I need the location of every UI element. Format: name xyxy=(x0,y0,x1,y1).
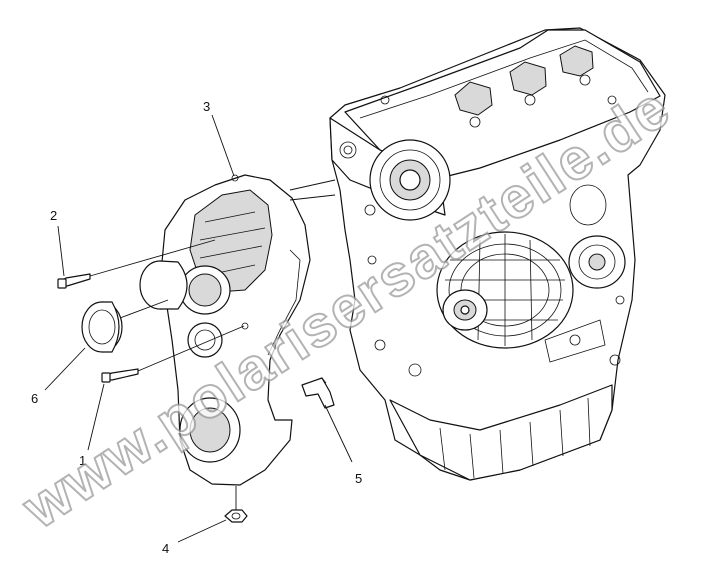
assembly-lines xyxy=(89,179,336,510)
callout-1: 1 xyxy=(79,453,86,468)
callout-group: 3 2 6 1 5 4 xyxy=(31,99,362,556)
callout-2: 2 xyxy=(50,208,57,223)
bracket xyxy=(301,377,335,409)
oil-pump-pulley xyxy=(568,235,626,289)
engine-block xyxy=(329,27,666,481)
callout-6: 6 xyxy=(31,391,38,406)
alternator-assembly xyxy=(436,231,574,349)
callout-3: 3 xyxy=(203,99,210,114)
callout-4: 4 xyxy=(162,541,169,556)
cover-plug xyxy=(139,260,188,310)
access-cap xyxy=(81,301,123,353)
bolt-upper xyxy=(57,273,91,289)
bolt-lower xyxy=(101,368,139,383)
hex-nut xyxy=(224,509,248,523)
timing-belt-cover xyxy=(161,174,311,486)
cam-pulley-housing xyxy=(369,139,451,221)
callout-5: 5 xyxy=(355,471,362,486)
